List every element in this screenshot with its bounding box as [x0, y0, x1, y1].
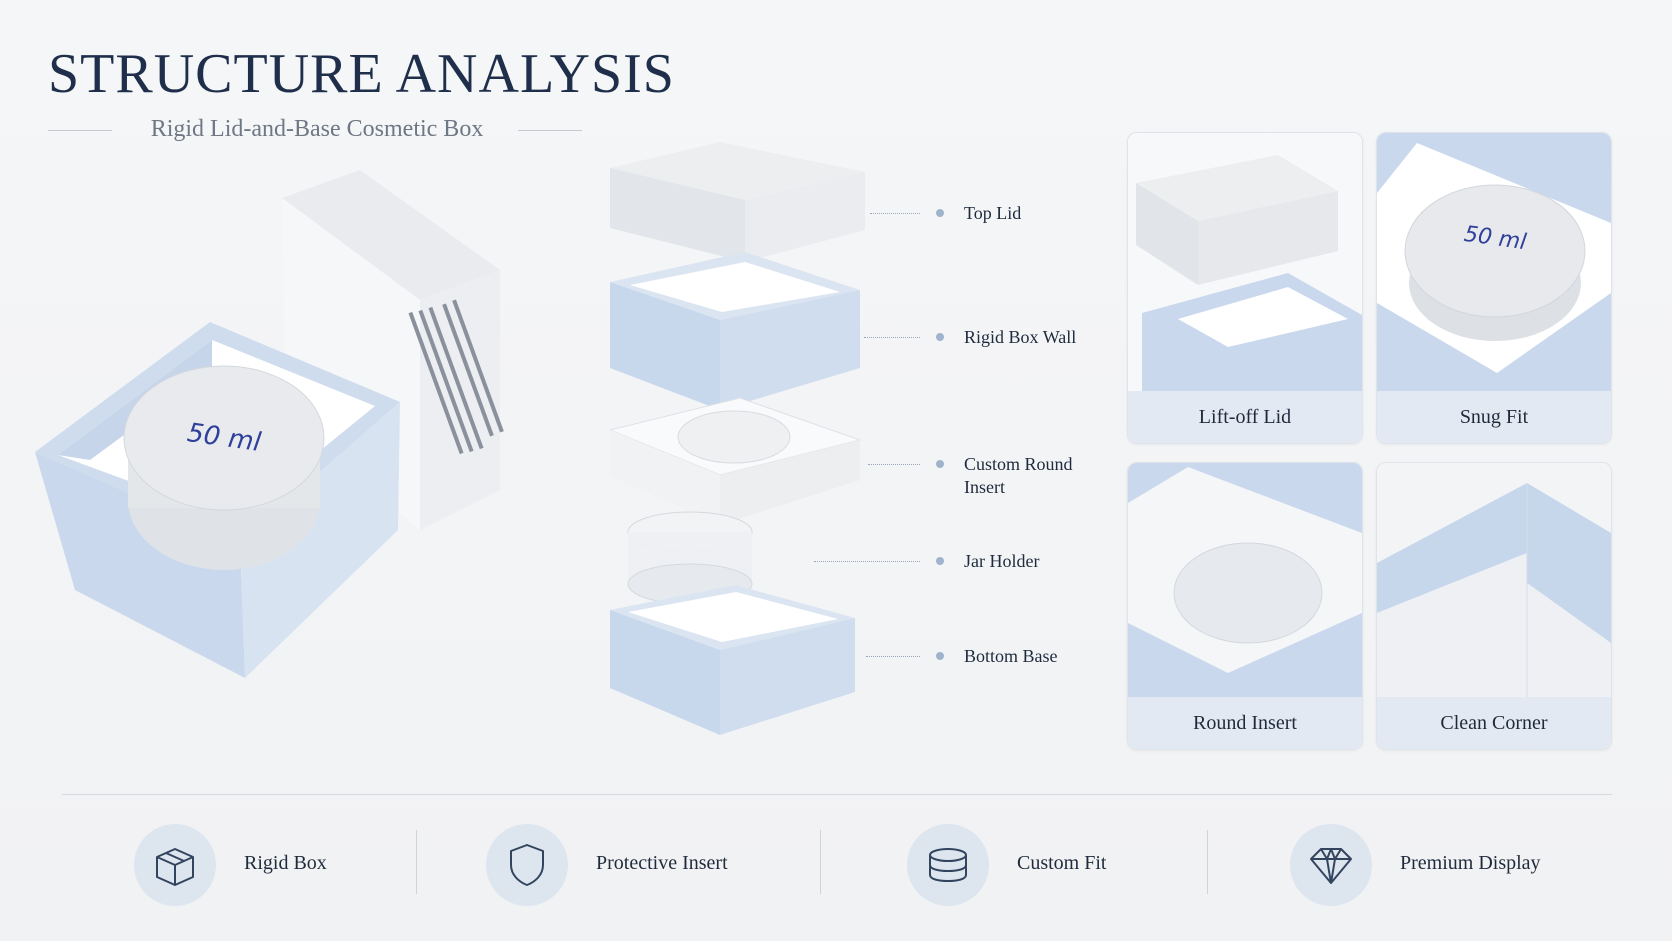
- callout-dot: [936, 460, 944, 468]
- box-icon: [156, 848, 194, 886]
- exploded-insert-hole: [677, 410, 791, 464]
- feature-protective-insert: Protective Insert: [486, 820, 786, 910]
- callout-leader: [864, 337, 920, 338]
- detail-card-clean-corner: Clean Corner: [1376, 462, 1612, 750]
- base-side-wall: [240, 402, 400, 678]
- feature-icon-circle: [134, 824, 216, 906]
- exploded-lid-front: [610, 168, 745, 262]
- callout-custom-round-insert: Custom Round Insert: [868, 453, 1100, 503]
- feature-rigid-box: Rigid Box: [134, 820, 374, 910]
- callout-dot: [936, 209, 944, 217]
- callout-jar-holder: Jar Holder: [814, 550, 1100, 600]
- callout-dot: [936, 333, 944, 341]
- feature-separator: [1207, 830, 1208, 894]
- card-lid-top: [1136, 155, 1338, 221]
- callout-label: Custom Round Insert: [964, 454, 1073, 497]
- exploded-insert-front: [610, 430, 720, 525]
- card-lid-side: [1198, 191, 1338, 285]
- page-title: STRUCTURE ANALYSIS: [48, 43, 675, 105]
- detail-card-round-insert: Round Insert: [1127, 462, 1363, 750]
- exploded-wall-front: [610, 282, 720, 410]
- card-image: [1128, 133, 1362, 391]
- shield-icon: [510, 844, 544, 886]
- callout-dot: [936, 652, 944, 660]
- callout-label: Top Lid: [964, 203, 1022, 223]
- callout-label: Bottom Base: [964, 646, 1058, 666]
- callout-leader: [868, 464, 920, 465]
- exploded-base-interior: [628, 592, 838, 642]
- callout-dot: [936, 557, 944, 565]
- subtitle-rule-left: [48, 130, 112, 131]
- callout-label: Rigid Box Wall: [964, 327, 1077, 347]
- exploded-base-side: [720, 618, 855, 735]
- callout-top-lid: Top Lid: [870, 202, 1100, 252]
- feature-premium-display: Premium Display: [1290, 820, 1590, 910]
- exploded-lid-side: [745, 172, 865, 262]
- cylinder-icon: [929, 848, 967, 883]
- card-caption: Snug Fit: [1377, 391, 1611, 443]
- hero-box-illustration: 50 ml: [35, 170, 504, 678]
- jar-lid: [123, 365, 325, 511]
- feature-separator: [416, 830, 417, 894]
- round-insert-illustration: [1128, 463, 1362, 697]
- subtitle-block: Rigid Lid-and-Base Cosmetic Box: [48, 116, 588, 146]
- exploded-wall-interior: [630, 262, 840, 312]
- feature-icon-circle: [907, 824, 989, 906]
- snug-fit-illustration: 50 ml: [1377, 133, 1611, 391]
- exploded-lid-top: [610, 142, 865, 200]
- card-image: 50 ml: [1377, 133, 1611, 391]
- hero-product-image: 50 ml: [30, 170, 550, 730]
- exploded-wall-side: [720, 290, 860, 410]
- detail-card-snug-fit: 50 ml Snug Fit: [1376, 132, 1612, 444]
- feature-label: Premium Display: [1400, 852, 1541, 874]
- lid-top-face: [282, 170, 500, 300]
- feature-icon-circle: [1290, 824, 1372, 906]
- card-insert-hole: [1173, 542, 1323, 644]
- callout-leader: [814, 561, 920, 562]
- exploded-view: [590, 140, 890, 790]
- exploded-base-front: [610, 610, 720, 735]
- diamond-icon: [1310, 848, 1352, 884]
- feature-label: Protective Insert: [596, 852, 728, 874]
- exploded-illustration: [608, 142, 865, 735]
- feature-separator: [820, 830, 821, 894]
- card-base-interior: [1178, 287, 1348, 347]
- card-image: [1128, 463, 1362, 697]
- detail-card-lift-off-lid: Lift-off Lid: [1127, 132, 1363, 444]
- callout-leader: [870, 213, 920, 214]
- lid-print-text: [408, 299, 504, 455]
- clean-corner-illustration: [1377, 463, 1611, 697]
- part-callouts: Top Lid Rigid Box Wall Custom Round Inse…: [814, 140, 1100, 760]
- card-caption: Clean Corner: [1377, 697, 1611, 749]
- subtitle-rule-right: [518, 130, 582, 131]
- card-lid-front: [1136, 183, 1198, 285]
- callout-rigid-box-wall: Rigid Box Wall: [864, 326, 1100, 376]
- card-corner-floor: [1377, 553, 1611, 697]
- feature-label: Custom Fit: [1017, 852, 1107, 874]
- base-front-wall: [35, 452, 245, 678]
- feature-label: Rigid Box: [244, 852, 327, 874]
- feature-icon-circle: [486, 824, 568, 906]
- callout-bottom-base: Bottom Base: [866, 645, 1100, 695]
- card-caption: Lift-off Lid: [1128, 391, 1362, 443]
- card-jar-lid: [1404, 184, 1586, 318]
- card-caption: Round Insert: [1128, 697, 1362, 749]
- exploded-insert-side: [720, 440, 860, 525]
- card-corner-wall: [1377, 483, 1611, 643]
- lift-off-lid-illustration: [1136, 155, 1362, 391]
- callout-label: Jar Holder: [964, 551, 1040, 571]
- callout-leader: [866, 656, 920, 657]
- card-image: [1377, 463, 1611, 697]
- section-divider: [62, 794, 1612, 795]
- base-inner-wall: [58, 340, 212, 460]
- feature-custom-fit: Custom Fit: [907, 820, 1167, 910]
- page-subtitle: Rigid Lid-and-Base Cosmetic Box: [150, 116, 484, 142]
